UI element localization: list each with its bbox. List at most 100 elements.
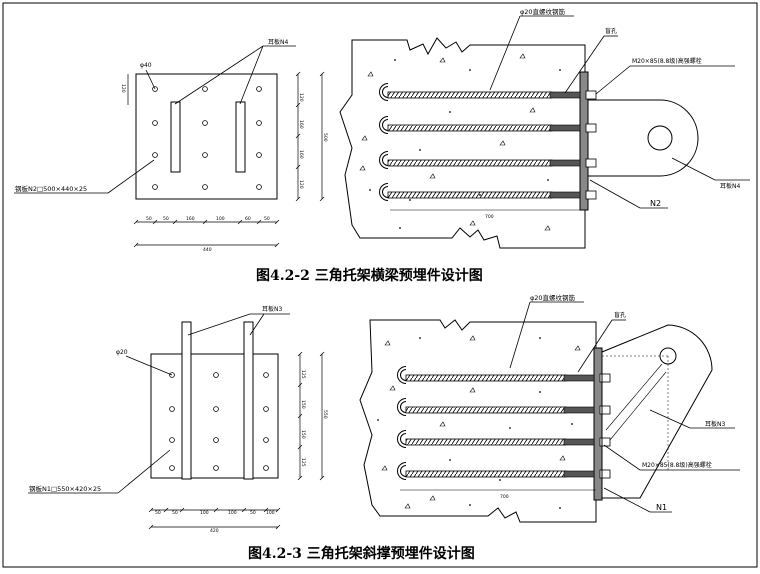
fig1-ear-label-right: 耳板N4 [720,182,740,190]
fig1-dim-b3: 160 [186,216,195,222]
fig1-ear-plate-right [235,101,246,173]
aggregate-dot [377,419,379,421]
dim-tick [213,507,219,513]
bolt-hole [152,184,158,190]
fig2-ear-plate-right [243,321,254,480]
aggregate-dot [469,504,471,506]
bolt-hole [152,86,158,92]
fig2-hole-leader [125,355,173,376]
dim-tick [172,219,178,225]
fig2-plate-label: 钢板N1□550×420×25 [29,484,101,493]
bolt-head [599,405,611,415]
fig1-dim-r4: 120 [298,180,304,189]
anchor-coupler [563,438,595,446]
fig2-dim-r-total: 550 [322,410,328,419]
aggregate-dot [559,507,561,509]
dim-tick [148,524,154,530]
dim-tick [295,102,301,108]
fig1-plate-leader [107,159,155,194]
fig1-dim-total: 440 [203,247,212,253]
bolt-head [599,469,611,479]
dim-tick [319,475,325,481]
bolt-hole [263,372,269,378]
dim-tick [179,507,185,513]
aggregate-dot [394,59,396,61]
bolt-head [585,158,597,168]
fig2-hole-label: φ20 [116,349,128,356]
fig1-hole-label: φ40 [140,62,152,69]
bolt-head [585,123,597,133]
dim-tick [133,242,139,248]
figure-caption-2: 图4.2-3 三角托架斜撑预埋件设计图 [248,546,475,562]
dim-tick [148,507,154,513]
fig1-bolt-label: M20×85(8.8级)高强螺栓 [632,57,702,65]
fig2-rebar-label: φ20直螺纹钢筋 [530,293,576,302]
aggregate-mark [429,173,436,179]
aggregate-dot [559,69,561,71]
fig1-dim-depth: 700 [485,214,494,220]
anchor-coupler [549,159,581,167]
bolt-hole [169,406,175,412]
bolt-hole [263,465,269,471]
aggregate-dot [409,199,411,201]
aggregate-dot [571,423,573,425]
fig1-plate-view: 耳板N4 φ40 钢板N2□500×440×25 50 50 160 100 6… [14,38,328,253]
rebar-hook-core [398,399,407,415]
rebar-hook-core [380,152,389,168]
fig1-steel-plate [135,73,278,200]
aggregate-mark [544,225,551,231]
aggregate-mark [439,57,446,63]
aggregate-dot [449,459,451,461]
aggregate-mark [367,71,374,77]
bolt-hole [256,120,262,126]
aggregate-dot [539,337,541,339]
dim-tick [297,413,303,419]
bolt-hole [202,86,208,92]
aggregate-mark [381,465,388,471]
fig2-plate-leader [117,449,171,494]
aggregate-mark [529,107,536,113]
aggregate-mark [359,165,366,171]
fig1-concrete-marks [359,53,561,231]
fig2-dim-r1: 125 [300,370,306,379]
dim-tick [263,507,269,513]
bolt-hole [202,152,208,158]
rebar [387,91,553,99]
dim-tick [297,382,303,388]
aggregate-mark [361,135,368,141]
dim-tick [241,507,247,513]
bolt-hole [263,406,269,412]
rebar [387,159,553,167]
fig2-ear-label: 耳板N3 [262,305,282,313]
figure-caption-1: 图4.2-2 三角托架横梁预埋件设计图 [256,268,483,284]
fig1-dim-b6: 50 [264,216,270,222]
anchor-coupler [549,91,581,99]
fig2-plate-view: 耳板N3 φ20 钢板N1□550×420×25 50 50 100 100 5… [28,305,328,534]
aggregate-mark [499,140,506,146]
rebar [405,438,567,446]
anchor-coupler [549,191,581,199]
aggregate-dot [547,179,549,181]
bolt-hole [152,120,158,126]
fig2-concrete-outline [359,319,597,523]
aggregate-dot [509,427,511,429]
fig1-rebar-leader [489,15,521,91]
fig2-anchor-label: 盲孔 [614,311,626,319]
fig1-dim-b1: 50 [146,216,152,222]
dim-tick [295,133,301,139]
aggregate-mark [404,503,411,509]
fig1-dim-r3: 160 [298,150,304,159]
fig1-anchor-leader [564,35,605,94]
anchor-coupler [563,374,595,382]
dim-tick [152,219,158,225]
dim-tick [133,219,139,225]
fig1-dim-b5: 60 [245,216,251,222]
fig2-node-label: N1 [656,503,667,512]
aggregate-dot [369,189,371,191]
fig2-dim-b4: 100 [228,510,237,516]
aggregate-dot [539,391,541,393]
fig1-bolt-holes [152,86,262,190]
